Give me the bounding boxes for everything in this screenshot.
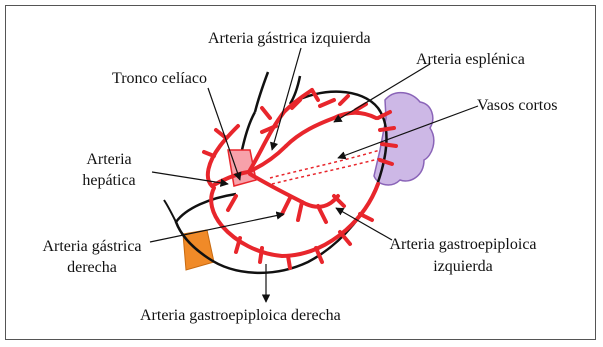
- label-arteria-gastroepiploica-izquierda-line1: Arteria gastroepiploica: [368, 235, 558, 254]
- label-arteria-gastrica-derecha-line1: Arteria gástrica: [30, 237, 154, 256]
- label-arteria-hepatica-line1: Arteria: [70, 150, 148, 169]
- label-tronco-celiaco: Tronco celíaco: [112, 69, 207, 88]
- spleen: [374, 93, 434, 185]
- label-arteria-esplenica: Arteria esplénica: [416, 50, 525, 69]
- splenic-dashed: [270, 150, 382, 184]
- label-arteria-gastroepiploica-izquierda-line2: izquierda: [368, 257, 558, 276]
- label-vasos-cortos: Vasos cortos: [477, 96, 557, 115]
- label-arteria-gastroepiploica-derecha: Arteria gastroepiploica derecha: [140, 306, 341, 325]
- label-arteria-hepatica-line2: hepática: [70, 171, 148, 190]
- label-arteria-gastrica-derecha-line2: derecha: [30, 258, 154, 277]
- label-arteria-gastrica-izquierda: Arteria gástrica izquierda: [208, 29, 371, 48]
